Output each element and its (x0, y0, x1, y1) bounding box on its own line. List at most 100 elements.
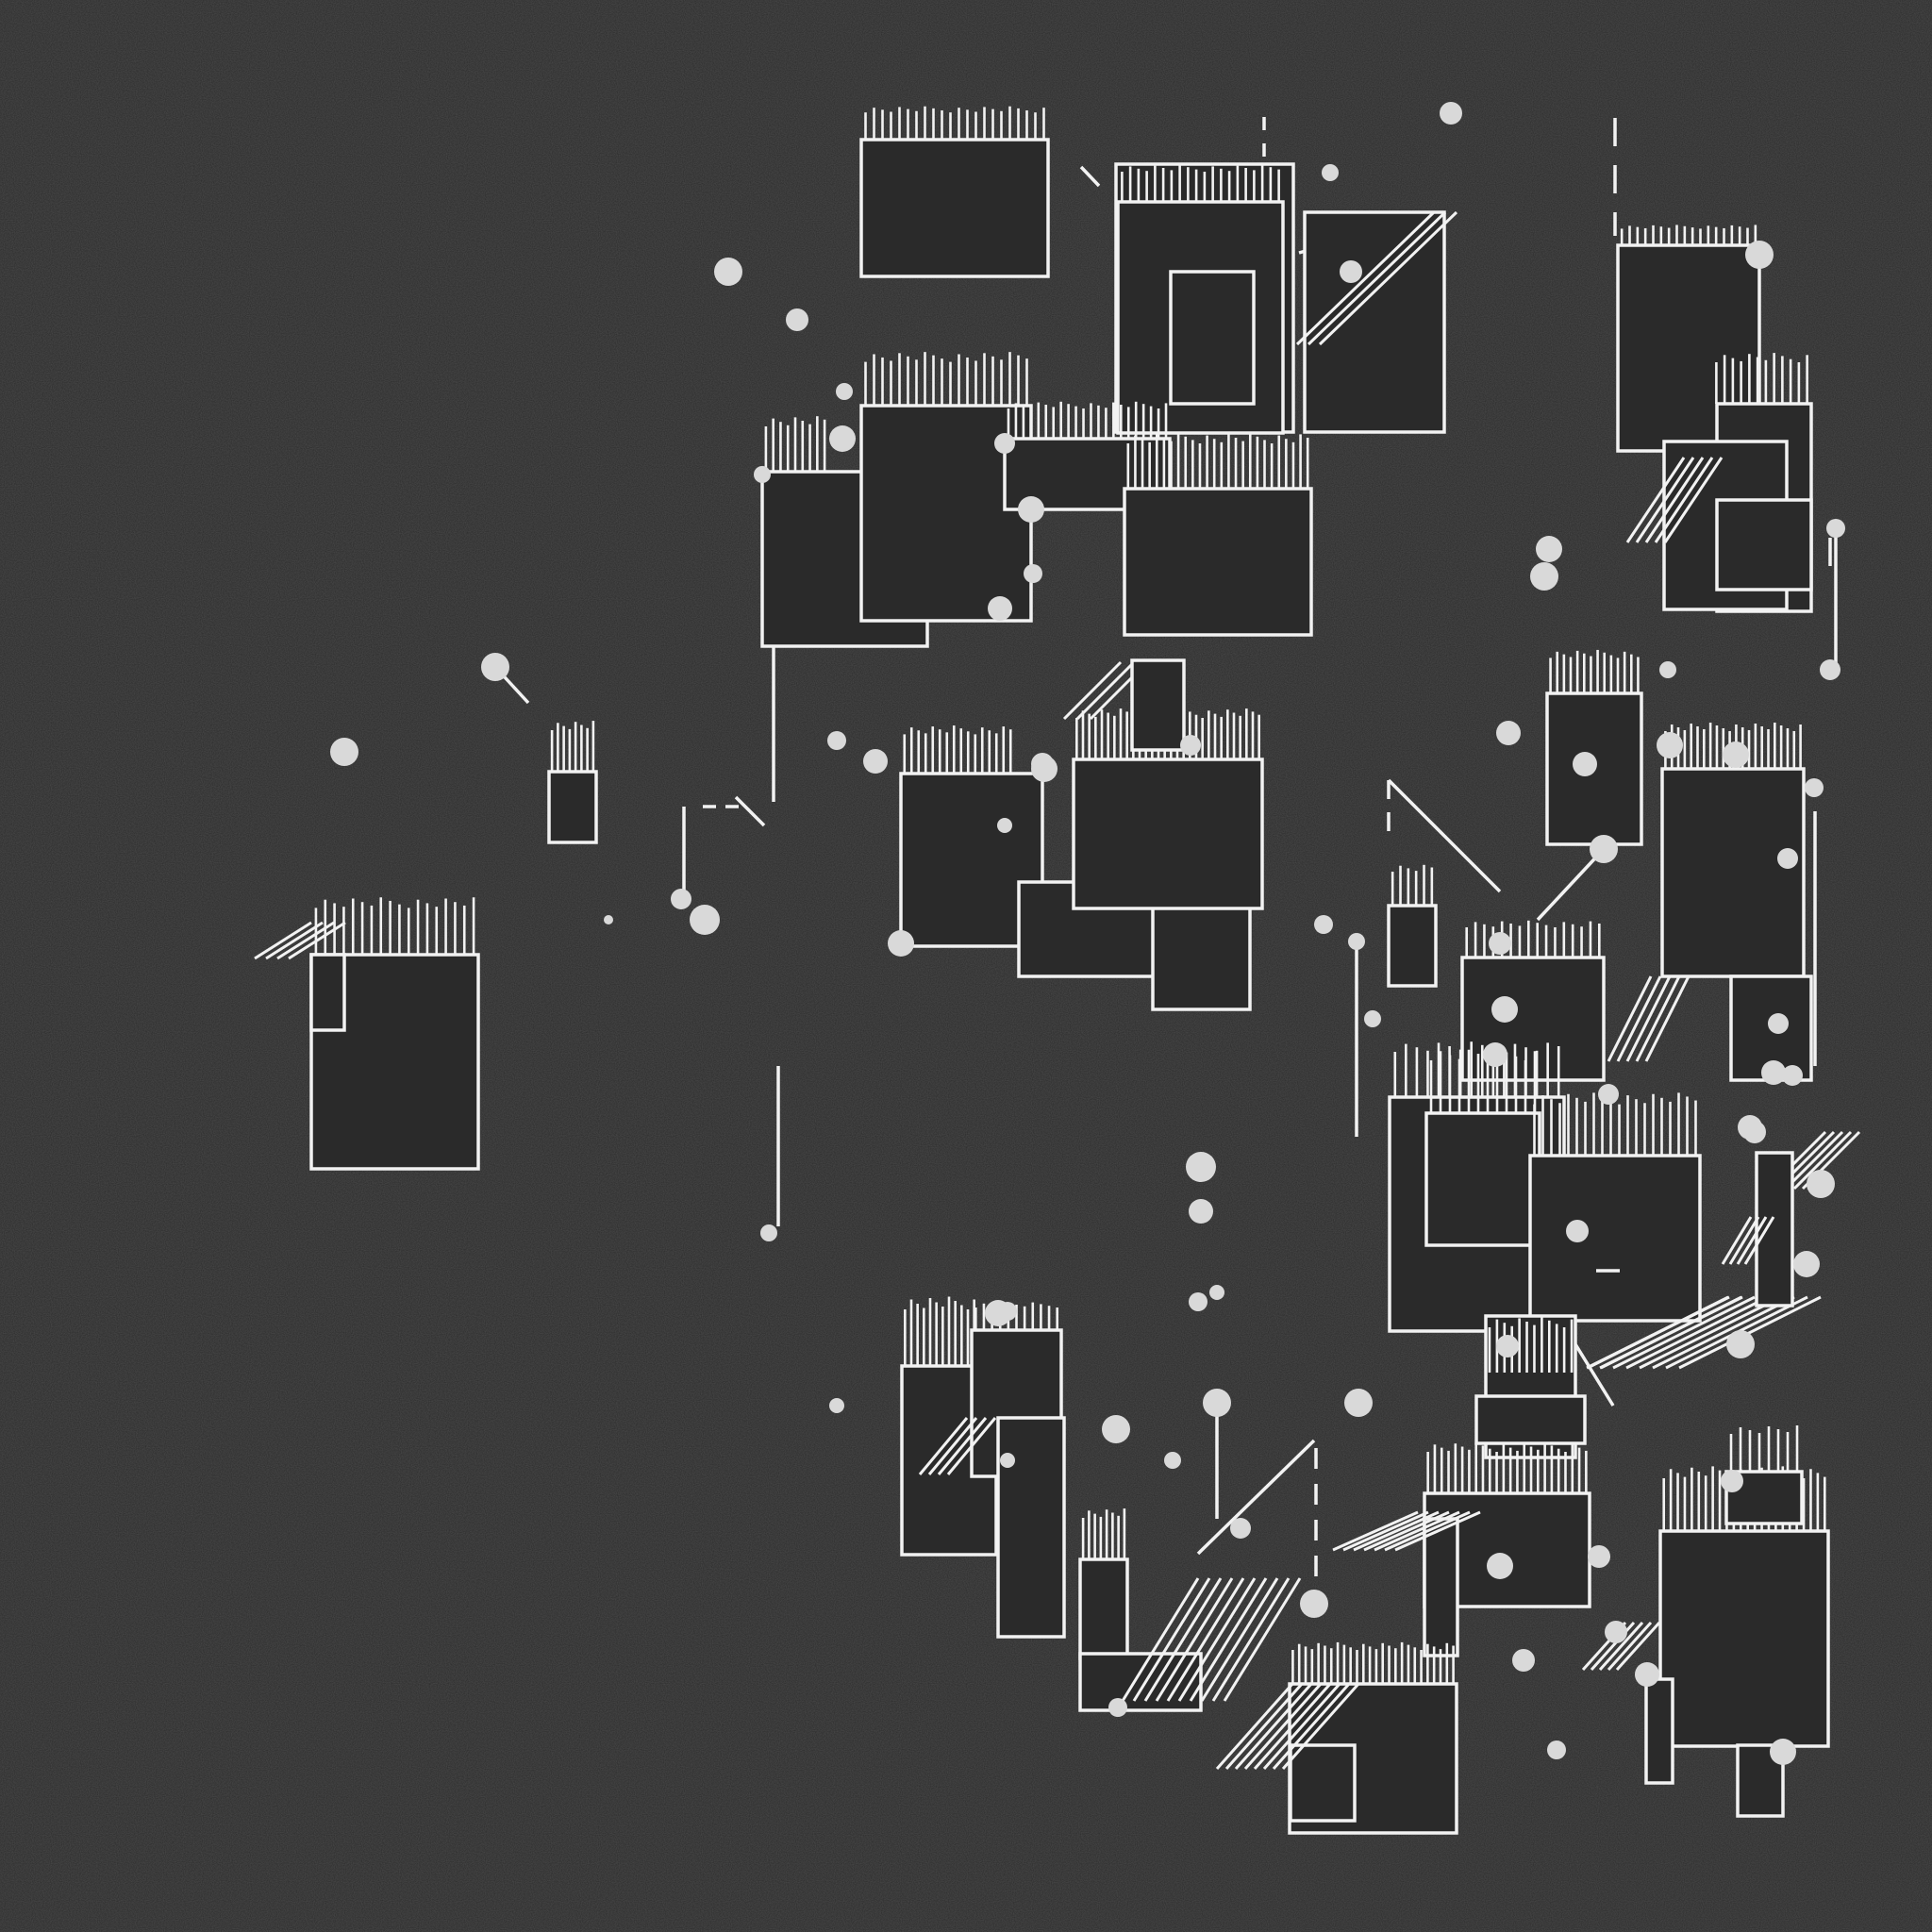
diagonal-hatch (1721, 1216, 1775, 1265)
dot (836, 383, 853, 400)
connector-line (1079, 165, 1101, 188)
dot (1512, 1649, 1535, 1672)
dot (786, 308, 808, 331)
hatch-line (1663, 457, 1724, 543)
hatch-line (1394, 1510, 1481, 1552)
hatch-line (1652, 1295, 1795, 1370)
dot (1440, 102, 1462, 125)
dot (1566, 1220, 1589, 1242)
dot (1536, 536, 1562, 562)
outline-box (1078, 1652, 1203, 1712)
dot (1657, 732, 1683, 758)
diagonal-hatch (1121, 1577, 1302, 1702)
dot (1726, 1330, 1755, 1358)
outline-box (1715, 498, 1813, 591)
diagonal-hatch (1587, 1295, 1743, 1370)
dot (1721, 1470, 1743, 1492)
hatch-line (1281, 1683, 1360, 1770)
dot (1491, 996, 1518, 1023)
dot (1793, 1251, 1820, 1277)
outline-box (1072, 758, 1264, 910)
comb-hatch (550, 721, 595, 772)
connector-line (1574, 1343, 1615, 1407)
outline-box (1303, 210, 1446, 434)
hatch-line (1678, 1295, 1822, 1370)
hatch-line (1374, 1510, 1460, 1552)
dot-layer (330, 102, 1845, 1765)
dot (1024, 564, 1042, 583)
outline-box (1660, 767, 1806, 978)
hatch-line (918, 1417, 969, 1475)
outline-box (547, 770, 598, 844)
dot (1807, 1170, 1835, 1198)
dot (988, 596, 1012, 621)
dot (714, 258, 742, 286)
dot (330, 738, 358, 766)
dot (1496, 1335, 1519, 1357)
outline-box (1078, 1557, 1129, 1660)
hatch-line (1307, 210, 1447, 346)
diagonal-hatch (918, 1417, 997, 1475)
connector-line (734, 795, 766, 827)
dot (1164, 1452, 1181, 1469)
comb-hatch (1429, 1048, 1537, 1113)
comb-hatch (1081, 1508, 1126, 1559)
hatch-line (1200, 1577, 1279, 1702)
hatch-line (1215, 1683, 1294, 1770)
dot (481, 653, 509, 681)
hatch-line (1635, 975, 1681, 1062)
dot (1348, 933, 1365, 950)
dot (1659, 661, 1676, 678)
shape-layer (254, 106, 1861, 1835)
comb-hatch (1549, 649, 1640, 693)
dot (671, 889, 691, 909)
hatch-line (946, 1417, 997, 1475)
outline-box (1123, 487, 1313, 637)
comb-hatch (864, 352, 1028, 406)
comb-hatch (764, 416, 826, 472)
dot (1573, 752, 1597, 776)
hatch-line (1223, 1577, 1302, 1702)
dot (827, 731, 846, 750)
connector-line (1536, 847, 1606, 922)
dot (1230, 1518, 1251, 1539)
dot (604, 915, 613, 924)
hatch-line (1342, 1510, 1429, 1552)
hatch-line (1272, 1683, 1351, 1770)
hatch-line (1318, 210, 1458, 346)
dot (1547, 1740, 1566, 1759)
dot (1340, 260, 1362, 283)
dot (1770, 1739, 1796, 1765)
dot (1322, 164, 1339, 181)
hatch-line (1635, 457, 1695, 543)
dot (1344, 1389, 1373, 1417)
hatch-line (1243, 1683, 1323, 1770)
comb-hatch (1620, 225, 1757, 245)
outline-box (1658, 1529, 1830, 1748)
dot (1203, 1389, 1231, 1417)
dot (1189, 1199, 1213, 1224)
comb-hatch (1533, 1092, 1697, 1156)
hatch-line (1363, 1510, 1450, 1552)
hatch-line (1721, 1216, 1753, 1265)
dot (1598, 1084, 1619, 1105)
dot (1186, 1152, 1216, 1182)
hatch-line (1625, 1295, 1769, 1370)
outline-box (1755, 1151, 1794, 1307)
dot (1314, 915, 1333, 934)
dot (1826, 519, 1845, 538)
comb-hatch (1488, 1317, 1574, 1373)
hatch-line (1234, 1683, 1313, 1770)
dot (1768, 1013, 1789, 1034)
hatch-line (1607, 1621, 1653, 1672)
dot (863, 749, 888, 774)
hatch-line (254, 921, 312, 960)
dot (1777, 848, 1798, 869)
hatch-line (1587, 1295, 1730, 1370)
hatch-line (1353, 1510, 1440, 1552)
dot (1102, 1415, 1130, 1443)
dot (1108, 1698, 1127, 1717)
diagonal-hatch (1295, 210, 1458, 346)
connector-line (1387, 778, 1502, 893)
hatch-line (1211, 1577, 1291, 1702)
